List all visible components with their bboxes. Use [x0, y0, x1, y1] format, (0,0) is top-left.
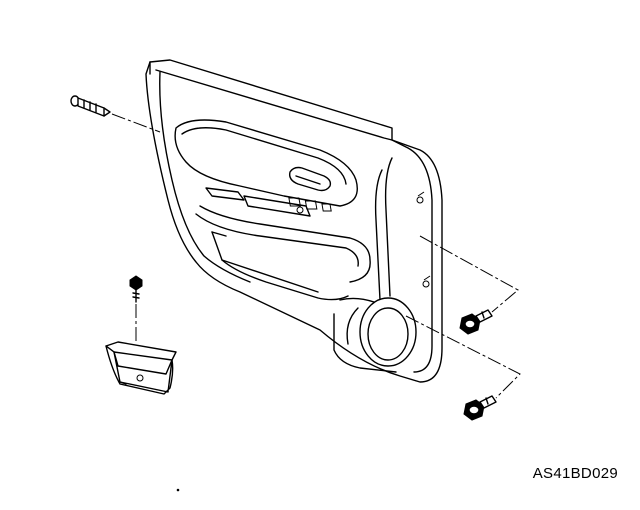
long-trim-clip-icon	[70, 95, 111, 117]
figure-code: AS41BD029	[532, 465, 618, 482]
pocket-screw-icon	[129, 275, 143, 303]
clip-leader-line	[111, 113, 161, 133]
lower-screw-leader	[405, 315, 521, 399]
lower-screw-icon	[463, 395, 497, 421]
upper-screw-leader	[419, 235, 519, 313]
upper-screw-icon	[459, 309, 493, 335]
scan-speck	[176, 488, 180, 492]
door-panel-trim-icon	[145, 59, 443, 383]
pull-pocket-icon	[105, 341, 177, 395]
